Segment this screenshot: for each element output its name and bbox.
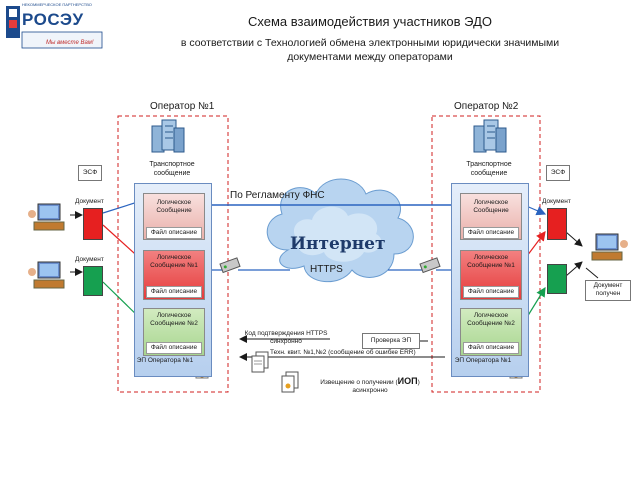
notice-suffix: ): [417, 379, 420, 386]
operator2-file-0: Файл описание: [463, 227, 519, 239]
operator1-frame: [117, 115, 229, 393]
message-label: Логическое Сообщение №1: [150, 254, 198, 269]
confirm-line-1: Код подтверждения HTTPS: [244, 330, 328, 337]
operator2-frame: [431, 115, 541, 393]
page-subtitle: в соответствии с Технологией обмена элек…: [140, 36, 600, 64]
document-received-box: Документ получен: [585, 280, 631, 301]
computer-icon: [28, 203, 65, 231]
message-label: Логическое Сообщение №2: [467, 312, 515, 327]
computer-icon: [28, 261, 65, 289]
operator2-title: Оператор №2: [454, 101, 519, 112]
regulation-label: По Регламенту ФНС: [230, 190, 325, 201]
router-icon: [419, 257, 441, 274]
notice-document-icon: [251, 351, 269, 373]
confirm-label: Код подтверждения HTTPS синхронно: [234, 330, 338, 346]
confirm-line-2: синхронно: [270, 338, 302, 345]
document-red-icon: [547, 208, 567, 240]
operator1-doc2-label: Документ: [75, 256, 104, 263]
page-title: Схема взаимодействия участников ЭДО: [247, 14, 492, 29]
operator1-file-0: Файл описание: [146, 227, 202, 239]
logo-slogan: Мы вместе Вам!: [46, 40, 94, 46]
logo-name: РОСЭУ: [22, 10, 84, 29]
operator1-signature: ЭП Оператора №1: [136, 357, 194, 364]
operator2-doc-label: Документ: [542, 198, 571, 205]
message-label: Логическое Сообщение: [156, 199, 192, 214]
operator1-doc1-label: Документ: [75, 198, 104, 205]
company-logo: [6, 6, 106, 58]
router-icon: [219, 257, 241, 274]
message-label: Логическое Сообщение №1: [467, 254, 515, 269]
operator2-file-2: Файл описание: [463, 342, 519, 354]
document-red-icon: [83, 208, 103, 240]
operator2-signature: ЭП Оператора №1: [454, 357, 512, 364]
internet-label: Интернет: [290, 234, 386, 254]
logo-graphic: [6, 6, 103, 49]
notice-line-1: Извещение о получении (ИОП): [300, 377, 440, 387]
logo-top-line: НЕКОММЕРЧЕСКОЕ ПАРТНЕРСТВО: [22, 2, 92, 7]
computer-icon: [591, 233, 628, 261]
operator1-file-2: Файл описание: [146, 342, 202, 354]
notice-label: Извещение о получении (ИОП) асинхронно: [300, 377, 440, 395]
message-label: Логическое Сообщение №2: [150, 312, 198, 327]
notice-document-icon: [281, 371, 299, 393]
check-ep-box: Проверка ЭП: [362, 333, 420, 349]
document-green-icon: [83, 266, 103, 296]
notice-bold: ИОП: [397, 376, 418, 386]
operator2-transport-label: Транспортное сообщение: [466, 161, 512, 177]
operator1-title: Оператор №1: [150, 101, 215, 112]
notice-line-2: асинхронно: [352, 387, 388, 394]
receipt-label: Техн. квит. №1,№2 (сообщение об ошибке E…: [270, 349, 416, 356]
operator2-esf-box: ЭСФ: [546, 165, 570, 181]
document-green-icon: [547, 264, 567, 294]
subtitle-line-1: в соответствии с Технологией обмена элек…: [180, 37, 560, 49]
operator1-transport-label: Транспортное сообщение: [149, 161, 195, 177]
subtitle-line-2: документами между операторами: [287, 51, 453, 63]
server-icon: [151, 119, 185, 153]
operator1-file-1: Файл описание: [146, 286, 202, 298]
message-label: Логическое Сообщение: [473, 199, 509, 214]
https-label: HTTPS: [310, 264, 343, 275]
operator2-file-1: Файл описание: [463, 286, 519, 298]
server-icon: [473, 119, 507, 153]
notice-prefix: Извещение о получении (: [320, 379, 398, 386]
operator1-esf-box: ЭСФ: [78, 165, 102, 181]
